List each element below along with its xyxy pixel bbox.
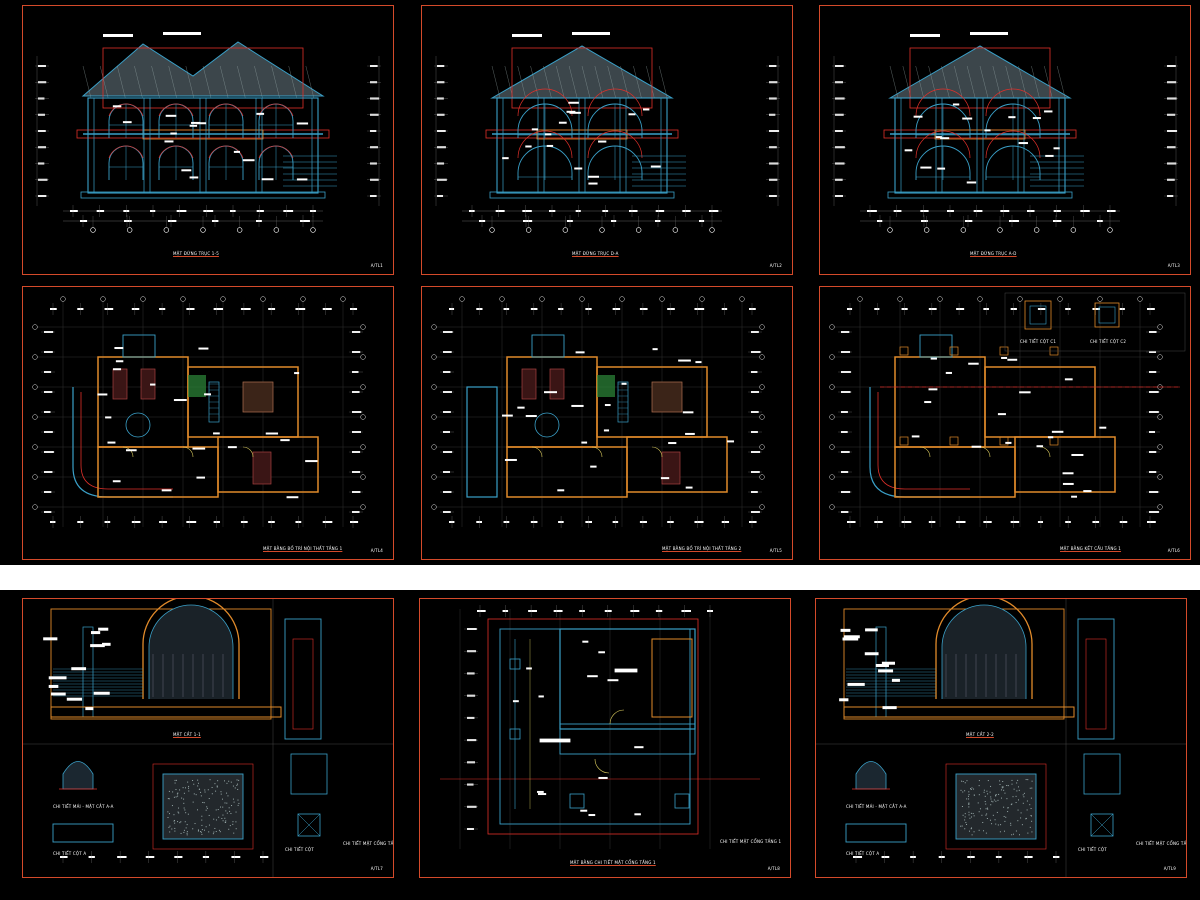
sheet-caption: MẶT CẮT 2-2 [966,732,994,737]
sheet-caption: MẶT BẰNG BỐ TRÍ NỘI THẤT TẦNG 1 [263,546,343,551]
sheet-caption: MẶT CẮT 1-1 [173,732,201,737]
white-divider-band [0,565,1200,590]
gate-plan-drawing [440,605,760,849]
sheet-gate-plan[interactable]: CHI TIẾT MẶT CỔNG TẦNG 1 MẶT BẰNG CHI TIẾ… [419,598,791,878]
sheet-section-detail-2[interactable]: CHI TIẾT MÁI - MẶT CẮT A-A CHI TIẾT CỘT A… [815,598,1187,878]
elevation-drawing [832,32,1178,233]
sheet-scale-label: A/TL8 [767,866,780,871]
sheet-elevation-a-d[interactable]: MẶT ĐỨNG TRỤC A-D A/TL3 [819,5,1191,275]
sheet-scale-label: A/TL6 [1167,548,1180,553]
sheet-caption: MẶT BẰNG KẾT CẤU TẦNG 1 [1060,546,1122,551]
sheet-scale-label: A/TL7 [370,866,383,871]
sheet-caption: MẶT BẰNG CHI TIẾT MẶT CỔNG TẦNG 1 [570,860,656,865]
detail-caption: CHI TIẾT CỘT [1078,847,1107,852]
detail-caption: CHI TIẾT CỘT C2 [1090,339,1127,344]
detail-caption: CHI TIẾT CỘT A [53,851,87,856]
floor-plan-drawing [32,296,366,528]
detail-caption: CHI TIẾT MÁI - MẶT CẮT A-A [846,804,907,809]
sheet-elevation-d-a[interactable]: MẶT ĐỨNG TRỤC D-A A/TL2 [421,5,793,275]
sheet-section-detail-1[interactable]: CHI TIẾT MÁI - MẶT CẮT A-A CHI TIẾT CỘT A… [22,598,394,878]
sheet-structure-plan[interactable]: MẶT BẰNG KẾT CẤU TẦNG 1 A/TL6 CHI TIẾT CỘT… [819,286,1191,560]
sheet-scale-label: A/TL2 [769,263,782,268]
sheet-floor-plan-2[interactable]: MẶT BẰNG BỐ TRÍ NỘI THẤT TẦNG 2 A/TL5 [421,286,793,560]
floor-plan-drawing [431,296,765,528]
section-detail-drawing [816,599,1186,877]
sheet-floor-plan-1[interactable]: MẶT BẰNG BỐ TRÍ NỘI THẤT TẦNG 1 A/TL4 [22,286,394,560]
sheet-caption: MẶT ĐỨNG TRỤC D-A [572,251,619,256]
detail-caption: CHI TIẾT CỘT A [846,851,880,856]
detail-caption: CHI TIẾT MẶT CỔNG TẦNG 1 [1136,841,1187,846]
detail-caption: CHI TIẾT MẶT CỔNG TẦNG 1 [343,841,394,846]
section-detail-drawing [23,599,393,877]
sheet-scale-label: A/TL1 [370,263,383,268]
sheet-scale-label: A/TL5 [769,548,782,553]
sheet-caption: MẶT BẰNG BỐ TRÍ NỘI THẤT TẦNG 2 [662,546,742,551]
sheet-scale-label: A/TL4 [370,548,383,553]
detail-caption: CHI TIẾT MÁI - MẶT CẮT A-A [53,804,114,809]
drawing-sheets-bottom-band: CHI TIẾT MÁI - MẶT CẮT A-A CHI TIẾT CỘT A… [0,590,1200,900]
detail-caption: CHI TIẾT MẶT CỔNG TẦNG 1 [720,839,782,844]
elevation-drawing [434,32,780,233]
detail-caption: CHI TIẾT CỘT C1 [1020,339,1057,344]
detail-caption: CHI TIẾT CỘT [285,847,314,852]
floor-plan-drawing [829,292,1186,528]
sheet-caption: MẶT ĐỨNG TRỤC A-D [970,251,1017,256]
sheet-scale-label: A/TL3 [1167,263,1180,268]
sheet-caption: MẶT ĐỨNG TRỤC 1-5 [173,251,219,256]
elevation-drawing [35,32,381,233]
sheet-scale-label: A/TL9 [1163,866,1176,871]
